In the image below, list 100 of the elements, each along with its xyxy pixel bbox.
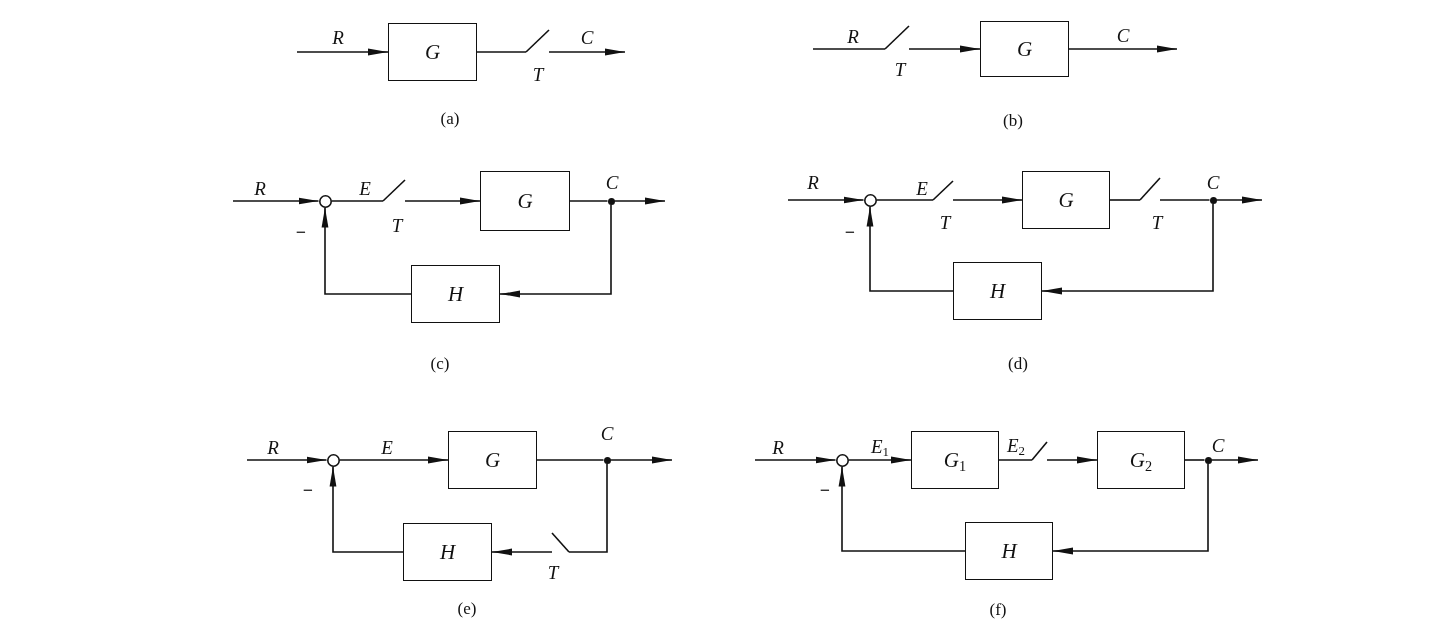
transfer-block (480, 171, 570, 231)
branch-point (603, 456, 611, 464)
summing-junction (326, 453, 340, 467)
transfer-block (1022, 171, 1110, 229)
signal-label: C (605, 172, 619, 192)
arrow (1068, 45, 1178, 53)
arrow (491, 548, 553, 556)
arrow (1215, 196, 1263, 204)
block-label: G$_{2}$ (1129, 449, 1153, 471)
subfigure-caption: (a) (440, 109, 460, 127)
sampler-label: T (547, 562, 559, 582)
block-label: H (1001, 540, 1017, 562)
signal-line (1184, 459, 1206, 461)
subfigure-caption: (b) (1003, 111, 1023, 129)
arrow (232, 197, 320, 205)
signal-line (998, 459, 1033, 461)
arrow (499, 203, 612, 298)
sampler-switch (1140, 178, 1160, 200)
arrow (866, 205, 954, 292)
summing-junction (318, 194, 332, 208)
sampler-label: T (894, 59, 906, 79)
signal-line (812, 48, 886, 50)
transfer-block (403, 523, 492, 581)
signal-line (875, 199, 934, 201)
block-label: G (484, 449, 501, 471)
sampler-switch (383, 180, 405, 201)
sampler-label: T (532, 64, 544, 84)
sampler-switch (885, 26, 909, 49)
arrow (787, 196, 865, 204)
branch-point (1204, 456, 1212, 464)
signal-label: R (772, 437, 784, 457)
signal-label: C (1116, 25, 1130, 45)
arrow (1046, 456, 1098, 464)
block-label: G$_{1}$ (943, 449, 967, 471)
block-label: G (517, 190, 533, 212)
signal-label: E (381, 437, 393, 457)
transfer-block (388, 23, 477, 81)
signal-label: R (332, 27, 344, 47)
block-label: G (424, 41, 441, 63)
branch-point (607, 197, 615, 205)
arrow (321, 206, 412, 295)
signal-label: C (1206, 172, 1220, 192)
signal-line (1109, 199, 1141, 201)
transfer-block (965, 522, 1053, 580)
arrow (1210, 456, 1259, 464)
summing-junction (863, 193, 877, 207)
transfer-block (1097, 431, 1185, 489)
signal-line (330, 200, 384, 202)
signal-label: C (600, 423, 614, 443)
signal-label: R (254, 178, 266, 198)
signal-label: E$_{1}$ (870, 436, 890, 456)
block-label: G (1058, 189, 1074, 211)
arrow (952, 196, 1023, 204)
arrow (754, 456, 837, 464)
block-label: H (989, 280, 1006, 302)
sampler-label: T (1151, 212, 1163, 232)
arrow (847, 456, 912, 464)
sampler-switch (933, 181, 953, 200)
arrow (246, 456, 328, 464)
arrow (338, 456, 449, 464)
subfigure-caption: (f) (989, 600, 1007, 618)
signal-line (536, 459, 605, 461)
sampler-switch (552, 533, 569, 552)
signal-line (569, 200, 609, 202)
sign-label: − (295, 223, 307, 241)
block-label: H (447, 283, 464, 305)
signal-label: C (1211, 435, 1225, 455)
arrow (296, 48, 389, 56)
transfer-block (953, 262, 1042, 320)
sampler-switch (1032, 442, 1047, 460)
arrow (838, 465, 966, 552)
sampler-label: T (391, 215, 403, 235)
sign-label: − (302, 481, 314, 499)
arrow (548, 48, 626, 56)
signal-label: R (847, 26, 859, 46)
arrow (329, 465, 404, 553)
arrow (609, 456, 673, 464)
subfigure-caption: (c) (430, 354, 450, 372)
sign-label: − (819, 481, 831, 499)
signal-label: E (359, 178, 371, 198)
arrow (1041, 202, 1214, 295)
block-label: H (439, 541, 456, 563)
sign-label: − (844, 223, 856, 241)
transfer-block (411, 265, 500, 323)
arrow (908, 45, 981, 53)
sampler-label: T (939, 212, 951, 232)
signal-label: R (807, 172, 819, 192)
arrow (404, 197, 481, 205)
block-label: G (1016, 38, 1033, 60)
subfigure-caption: (e) (457, 599, 477, 617)
signal-line (476, 51, 527, 53)
arrow (613, 197, 666, 205)
subfigure-caption: (d) (1008, 354, 1028, 372)
transfer-block (911, 431, 999, 489)
summing-junction (835, 453, 849, 467)
signal-label: R (267, 437, 279, 457)
signal-line (568, 462, 608, 553)
sampler-switch (526, 30, 549, 52)
signal-label: E$_{2}$ (1006, 435, 1026, 455)
signal-line (1159, 199, 1211, 201)
